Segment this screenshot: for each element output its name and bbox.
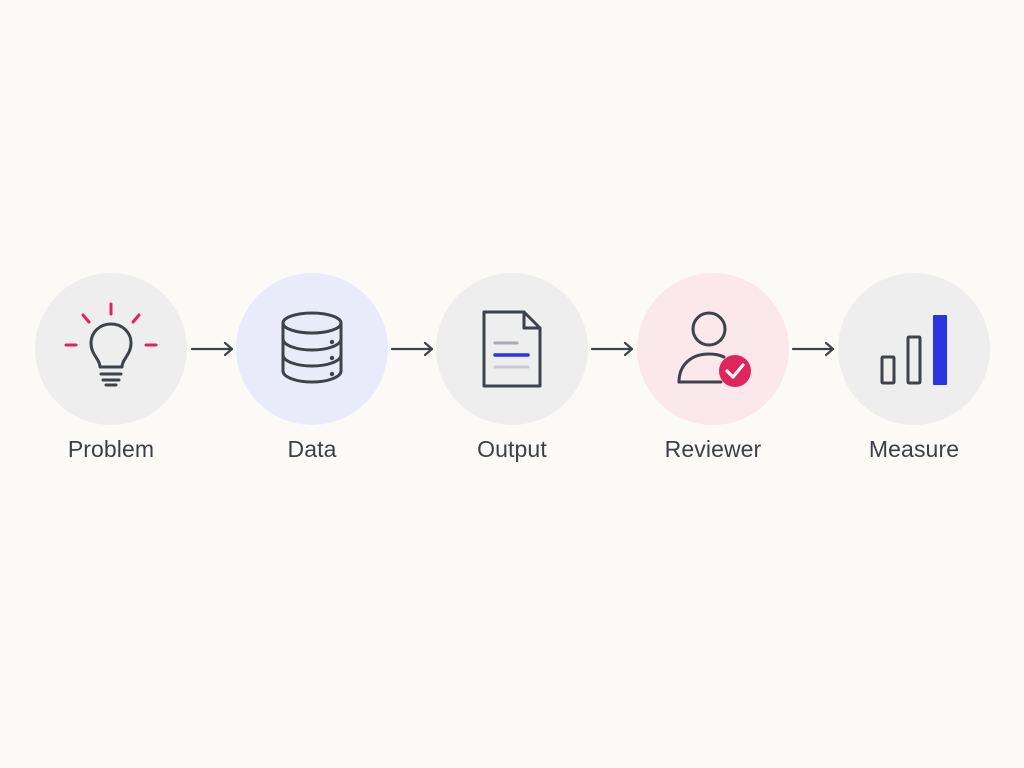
step-measure: Measure — [838, 273, 990, 463]
step-label: Problem — [67, 436, 155, 462]
arrow-right-icon — [791, 340, 837, 358]
database-icon — [281, 311, 343, 384]
bar-chart-icon — [880, 315, 947, 385]
step-label: Reviewer — [664, 436, 762, 462]
lightbulb-icon — [64, 302, 158, 387]
document-icon — [482, 310, 542, 388]
arrow-right-icon — [590, 340, 636, 358]
arrow-right-icon — [390, 340, 436, 358]
step-data-circle — [236, 273, 388, 425]
step-problem: Problem — [35, 273, 187, 463]
user-check-icon — [677, 311, 751, 387]
step-output-circle — [436, 273, 588, 425]
step-measure-circle — [838, 273, 990, 425]
step-reviewer-circle — [637, 273, 789, 425]
step-label: Output — [477, 436, 547, 462]
step-data: Data — [236, 273, 388, 463]
step-problem-circle — [35, 273, 187, 425]
step-label: Data — [287, 436, 337, 462]
step-reviewer: Reviewer — [637, 273, 789, 463]
arrow-right-icon — [190, 340, 236, 358]
step-output: Output — [436, 273, 588, 463]
step-label: Measure — [868, 436, 960, 462]
